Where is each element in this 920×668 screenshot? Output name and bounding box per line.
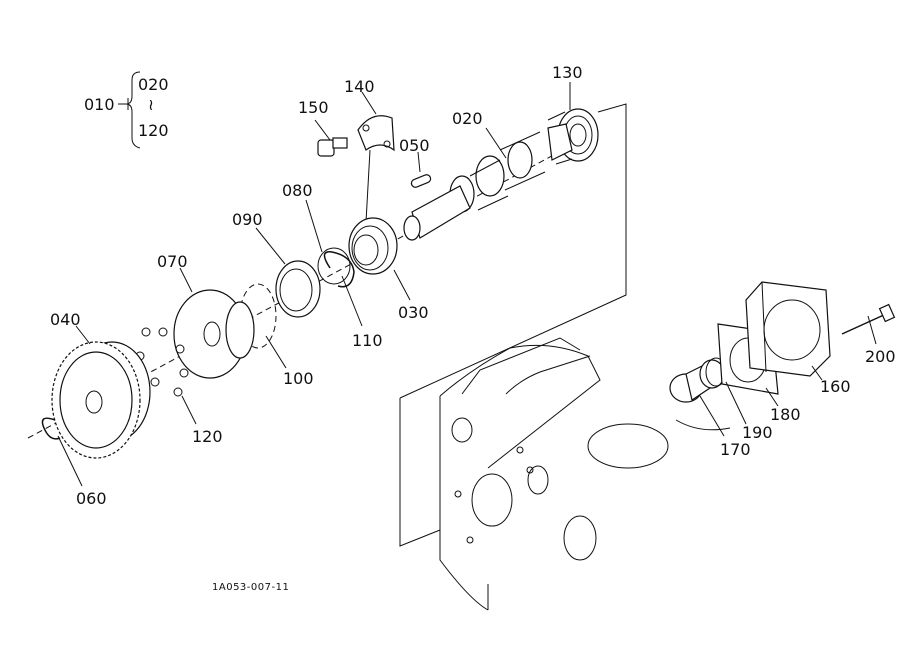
drawing-code: 1A053-007-11 — [212, 582, 289, 593]
engine-case — [399, 103, 731, 611]
leader-lines — [57, 82, 877, 487]
callout-080: 080 — [282, 181, 313, 200]
retainer-140 — [357, 115, 395, 223]
callout-020: 020 — [452, 109, 483, 128]
callout-170: 170 — [720, 440, 751, 459]
callout-110: 110 — [352, 331, 383, 350]
bearing-090 — [275, 260, 321, 318]
callout-100: 100 — [283, 369, 314, 388]
callout-030: 030 — [398, 303, 429, 322]
callout-120: 120 — [192, 427, 223, 446]
callout-090: 090 — [232, 210, 263, 229]
bearing-030 — [348, 217, 398, 275]
callout-050: 050 — [399, 136, 430, 155]
snap-ring-060 — [41, 417, 61, 440]
ring-080 — [317, 247, 351, 285]
callout-070: 070 — [157, 252, 188, 271]
flange-070 — [173, 289, 255, 379]
bushing-170 — [669, 359, 725, 403]
callout-200: 200 — [865, 347, 896, 366]
callout-160: 160 — [820, 377, 851, 396]
housing-160 — [745, 281, 831, 377]
gear-040 — [51, 341, 151, 459]
callout-120-range-end: 120 — [138, 121, 169, 140]
group-bracket — [118, 71, 141, 149]
needle-ring-100 — [239, 283, 277, 349]
bolt-200 — [841, 303, 896, 335]
callout-060: 060 — [76, 489, 107, 508]
callout-150: 150 — [298, 98, 329, 117]
key-050 — [410, 174, 432, 188]
callout-range-tilde: ≀ — [148, 95, 154, 114]
bolt-150 — [317, 137, 348, 157]
callout-190: 190 — [742, 423, 773, 442]
camshaft-020 — [403, 123, 573, 241]
callout-020-range-start: 020 — [138, 75, 169, 94]
callout-140: 140 — [344, 77, 375, 96]
callout-180: 180 — [770, 405, 801, 424]
callout-040: 040 — [50, 310, 81, 329]
callout-130: 130 — [552, 63, 583, 82]
snap-ring-110 — [323, 251, 355, 288]
callout-010: 010 — [84, 95, 115, 114]
